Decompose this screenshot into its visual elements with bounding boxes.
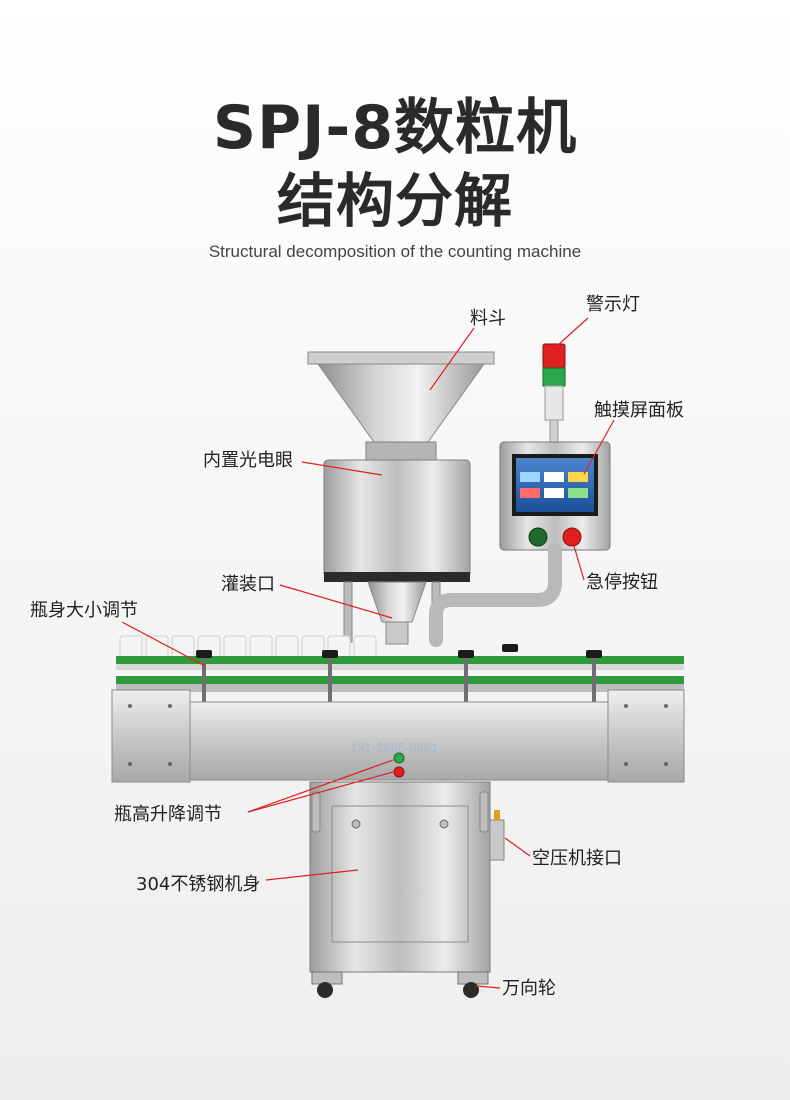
watermark-text: 131-2866-6661 — [350, 740, 438, 755]
height-down-button — [393, 766, 405, 778]
label-bottle-size-adjust: 瓶身大小调节 — [30, 600, 138, 621]
connecting-pipe — [429, 543, 562, 647]
label-bottle-height-adjust: 瓶高升降调节 — [114, 804, 222, 825]
label-warning-light: 警示灯 — [586, 294, 640, 315]
casters — [311, 971, 489, 998]
label-air-compressor-port: 空压机接口 — [532, 848, 622, 869]
label-photo-eye: 内置光电眼 — [203, 450, 293, 471]
label-hopper: 料斗 — [470, 308, 506, 329]
page-title: SPJ-8数粒机 — [212, 93, 578, 163]
height-up-button — [393, 752, 405, 764]
conveyor — [116, 656, 684, 692]
label-filling-port: 灌装口 — [221, 574, 275, 595]
page-title-line2: 结构分解 — [276, 167, 513, 235]
control-panel — [499, 441, 611, 551]
label-stainless-body: 304不锈钢机身 — [136, 874, 261, 895]
label-casters: 万向轮 — [502, 978, 556, 999]
hopper — [307, 351, 495, 461]
counting-head — [323, 459, 471, 645]
label-emergency-stop: 急停按钮 — [586, 572, 658, 593]
leader-lines — [121, 317, 615, 989]
main-cabinet — [309, 781, 505, 973]
warning-light — [542, 343, 566, 445]
label-touch-screen: 触摸屏面板 — [594, 400, 684, 421]
page-subtitle: Structural decomposition of the counting… — [208, 242, 582, 261]
bottles — [119, 635, 377, 661]
